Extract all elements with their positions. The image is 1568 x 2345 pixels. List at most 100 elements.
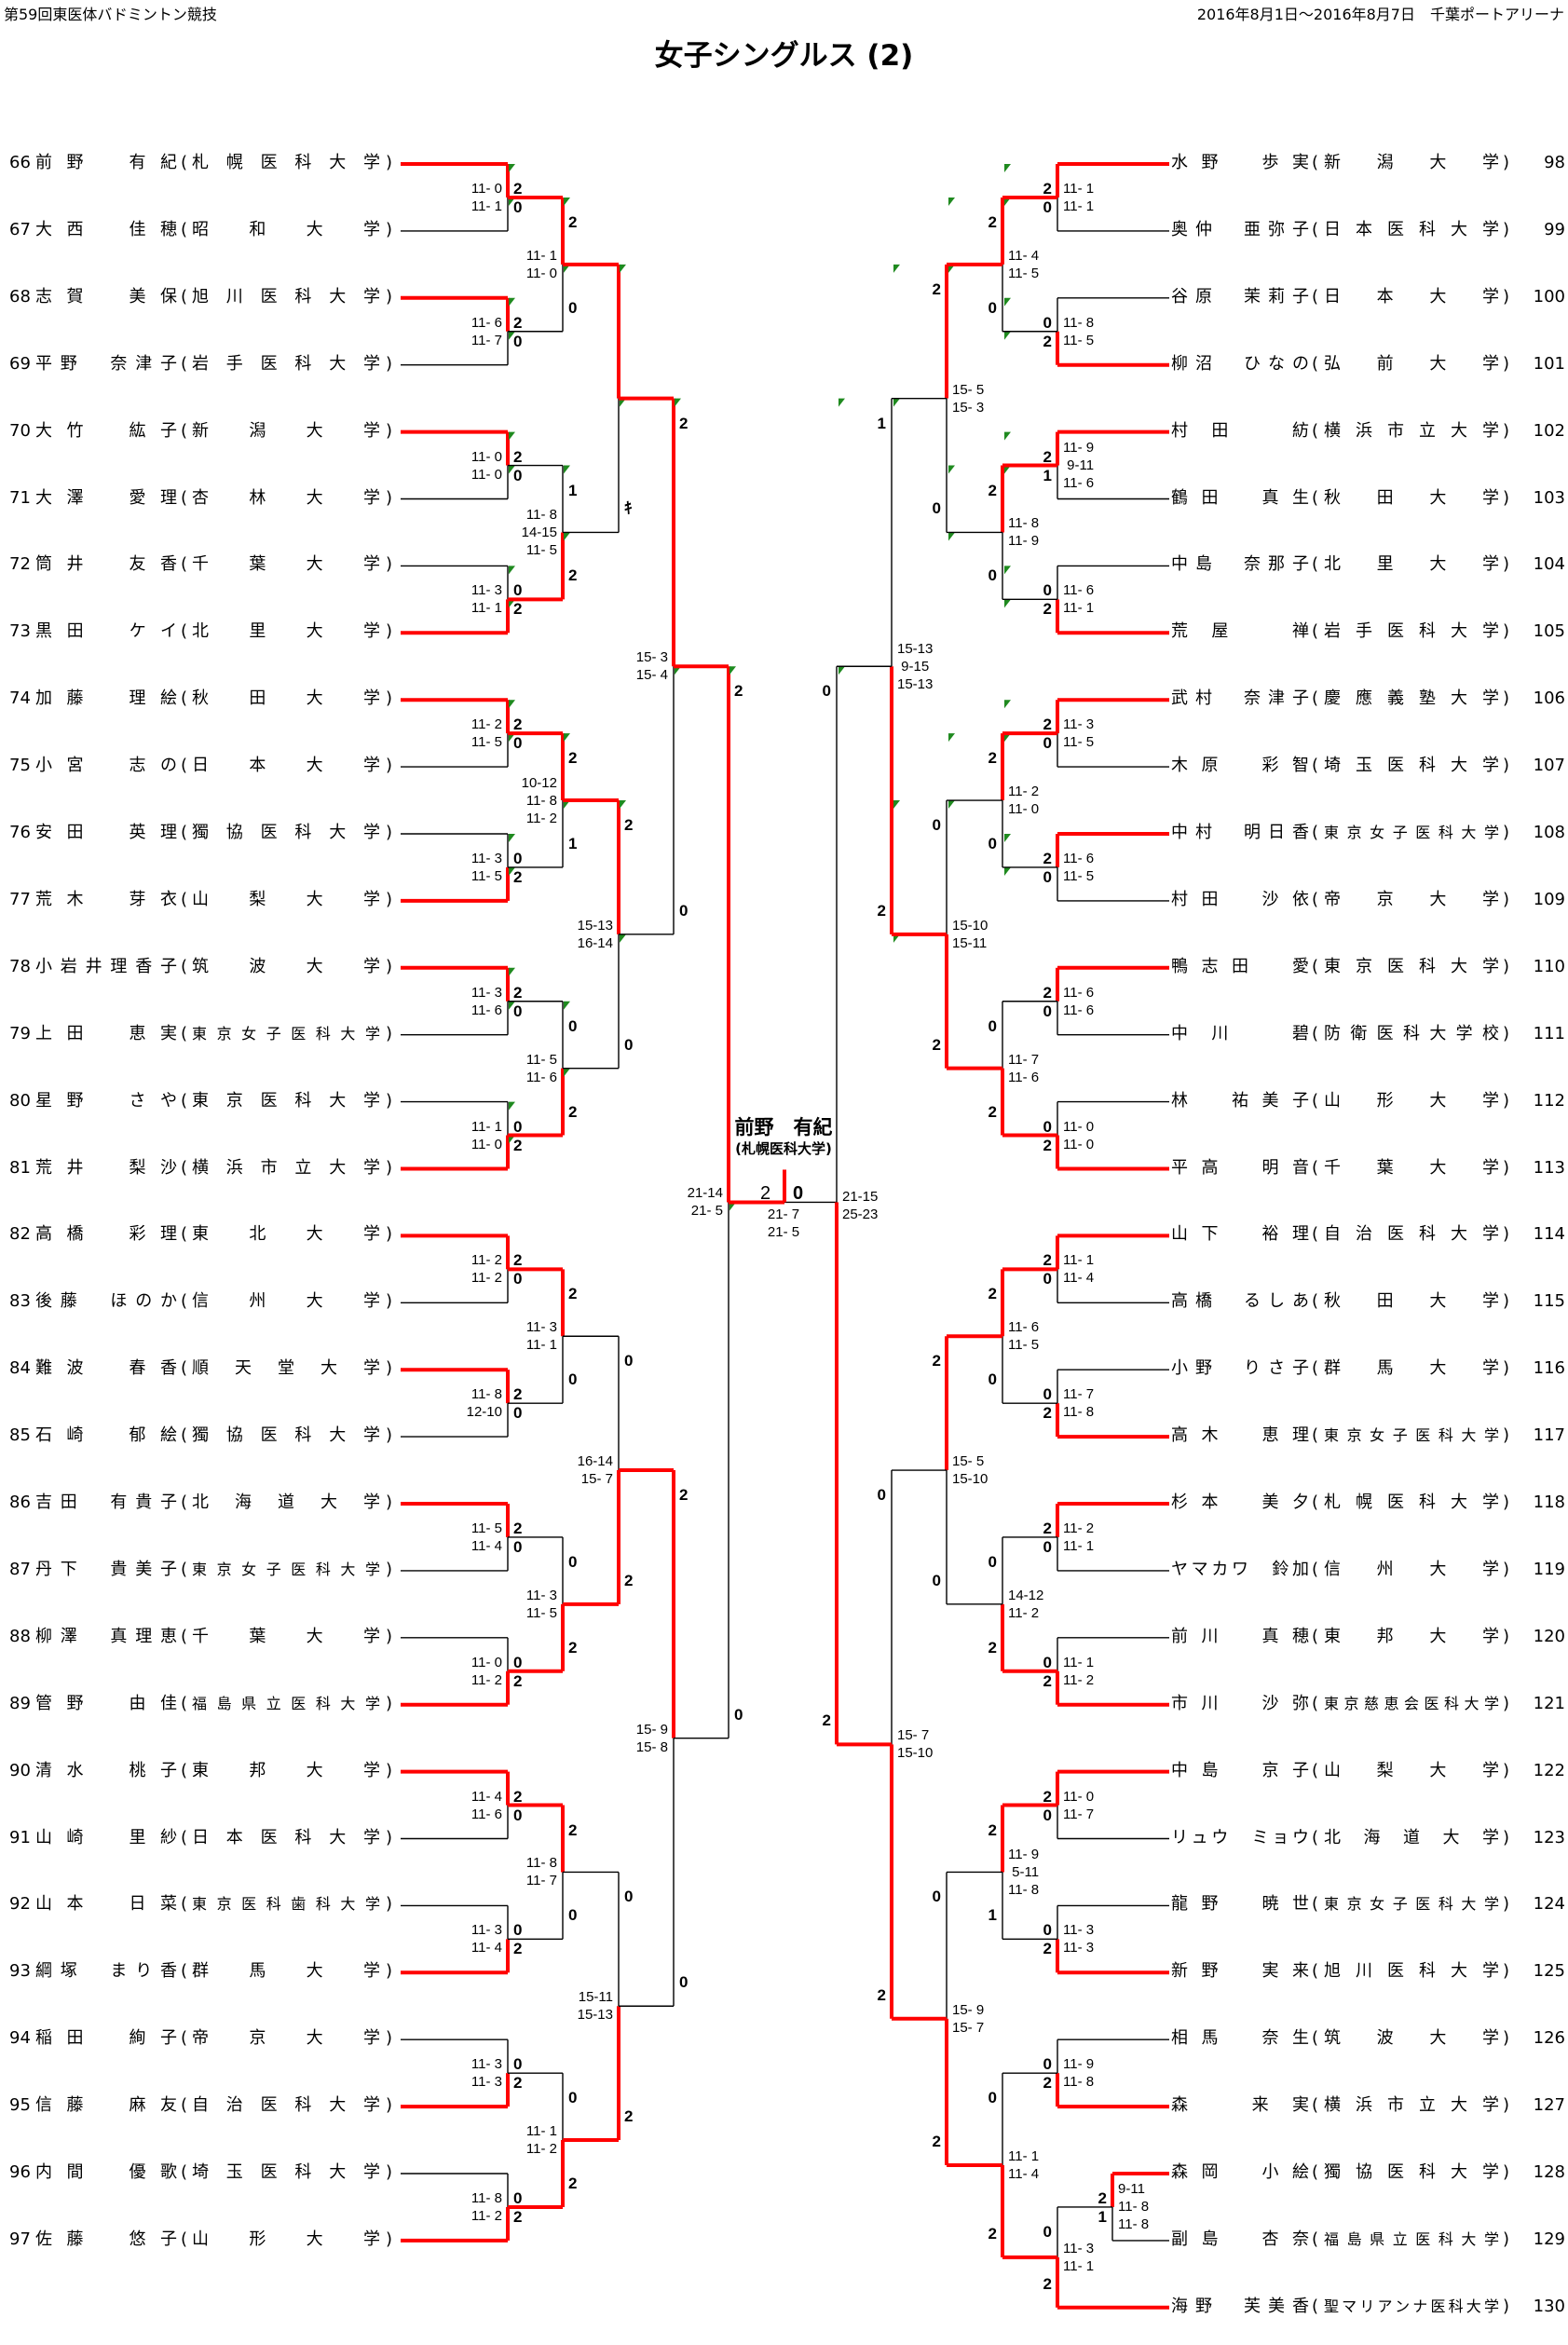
comment-marker-icon <box>729 1202 736 1211</box>
paren: ( <box>181 219 188 239</box>
seed-number: 114 <box>1533 1224 1565 1245</box>
games-won: 2 <box>1043 332 1052 350</box>
game-score: 11- 6 <box>1063 984 1095 1001</box>
player-school: 千葉大学 <box>192 1626 380 1646</box>
game-score: 11- 5 <box>1063 332 1095 348</box>
paren: ) <box>1503 2162 1510 2182</box>
game-score: 11- 8 <box>1063 1404 1095 1421</box>
comment-marker-icon <box>620 264 626 273</box>
games-won: 2 <box>1043 716 1052 734</box>
game-score: 11- 6 <box>1063 475 1095 492</box>
paren: ( <box>1312 1493 1319 1512</box>
paren: ( <box>181 1157 188 1178</box>
games-won: 2 <box>1043 1136 1052 1154</box>
games-won: 2 <box>679 1486 689 1505</box>
paren: ( <box>181 1425 188 1446</box>
game-score: 15- 5 <box>952 381 985 398</box>
final-games-won-left: 2 <box>760 1183 771 1204</box>
seed-number: 78 <box>9 956 31 976</box>
comment-marker-icon <box>564 532 570 541</box>
game-score: 11- 4 <box>470 1940 502 1956</box>
paren: ) <box>1503 1559 1510 1579</box>
games-won: 0 <box>679 1973 689 1992</box>
paren: ( <box>181 1358 188 1379</box>
games-won: 0 <box>988 1370 997 1389</box>
player-name: 中川 碧 <box>1171 1023 1309 1043</box>
player-school: 日本大学 <box>192 756 380 776</box>
games-won: 0 <box>679 901 689 920</box>
comment-marker-icon <box>564 800 570 810</box>
player-name: 龍野 暁世 <box>1171 1894 1309 1915</box>
paren: ) <box>386 1626 393 1646</box>
player-school: 帝京大学 <box>1324 889 1499 909</box>
player-school: 旭川医科大学 <box>1324 1961 1499 1982</box>
paren: ( <box>1312 756 1319 776</box>
paren: ( <box>1312 1425 1319 1446</box>
player-name: 志賀 美保 <box>35 286 177 307</box>
paren: ( <box>1312 823 1319 842</box>
game-score: 11- 6 <box>1008 1069 1040 1085</box>
paren: ( <box>1312 1961 1319 1982</box>
player-school: 群馬大学 <box>192 1961 380 1982</box>
comment-marker-icon <box>948 733 955 743</box>
player-school: 横浜市立大学 <box>1324 420 1499 441</box>
seed-number: 106 <box>1533 689 1565 709</box>
player-school: 東京医科大学 <box>192 1090 380 1111</box>
comment-marker-icon <box>893 264 900 273</box>
player-school: 北海道大学 <box>192 1493 380 1512</box>
game-score: 11- 5 <box>1008 1337 1040 1354</box>
game-score: 11- 1 <box>1063 1252 1095 1269</box>
game-score: 11- 5 <box>470 1520 502 1536</box>
games-won: 0 <box>988 834 997 852</box>
games-won: 0 <box>988 2089 997 2107</box>
games-won: 0 <box>988 566 997 585</box>
comment-marker-icon <box>1004 297 1011 307</box>
games-won: 2 <box>1043 1671 1052 1690</box>
game-score: 5-11 <box>1008 1863 1040 1880</box>
comment-marker-icon <box>564 1068 570 1077</box>
games-won: 2 <box>822 1711 831 1730</box>
seed-number: 127 <box>1533 2095 1565 2116</box>
games-won: 0 <box>1043 581 1052 600</box>
player-school: 弘前大学 <box>1324 353 1499 374</box>
game-score: 11- 2 <box>470 1671 502 1688</box>
games-won: 1 <box>1043 466 1052 484</box>
comment-marker-icon <box>564 197 570 206</box>
comment-marker-icon <box>509 599 515 608</box>
player-school: 自治医科大学 <box>192 2095 380 2116</box>
paren: ) <box>1503 1425 1510 1446</box>
comment-marker-icon <box>893 800 900 810</box>
paren: ) <box>386 1760 393 1780</box>
games-won: 0 <box>513 734 523 753</box>
player-name: 市川 沙弥 <box>1171 1693 1309 1713</box>
paren: ) <box>386 1358 393 1379</box>
seed-number: 72 <box>9 554 31 575</box>
comment-marker-icon <box>1004 197 1011 206</box>
paren: ) <box>1503 1626 1510 1646</box>
game-score: 11- 5 <box>470 734 502 751</box>
games-won: 2 <box>624 816 634 835</box>
comment-marker-icon <box>675 398 681 407</box>
seed-number: 89 <box>9 1693 31 1713</box>
player-school: 慶應義塾大学 <box>1324 689 1499 709</box>
seed-number: 129 <box>1533 2229 1565 2249</box>
paren: ( <box>1312 1090 1319 1111</box>
paren: ( <box>1312 2028 1319 2049</box>
game-score: 11- 2 <box>525 810 557 826</box>
comment-marker-icon <box>620 398 626 407</box>
games-won: 0 <box>1043 1270 1052 1288</box>
paren: ( <box>1312 1224 1319 1245</box>
player-entry: 中村 明日香(東京女子医科大学)108 <box>1169 822 1568 844</box>
game-score: 11- 2 <box>470 716 502 733</box>
player-entry: 前川 真穂(東邦大学)120 <box>1169 1626 1568 1648</box>
game-score: 15- 3 <box>635 649 668 666</box>
paren: ) <box>386 554 393 575</box>
paren: ) <box>386 1493 393 1512</box>
seed-number: 111 <box>1533 1023 1565 1043</box>
game-score: 11- 4 <box>470 1537 502 1554</box>
